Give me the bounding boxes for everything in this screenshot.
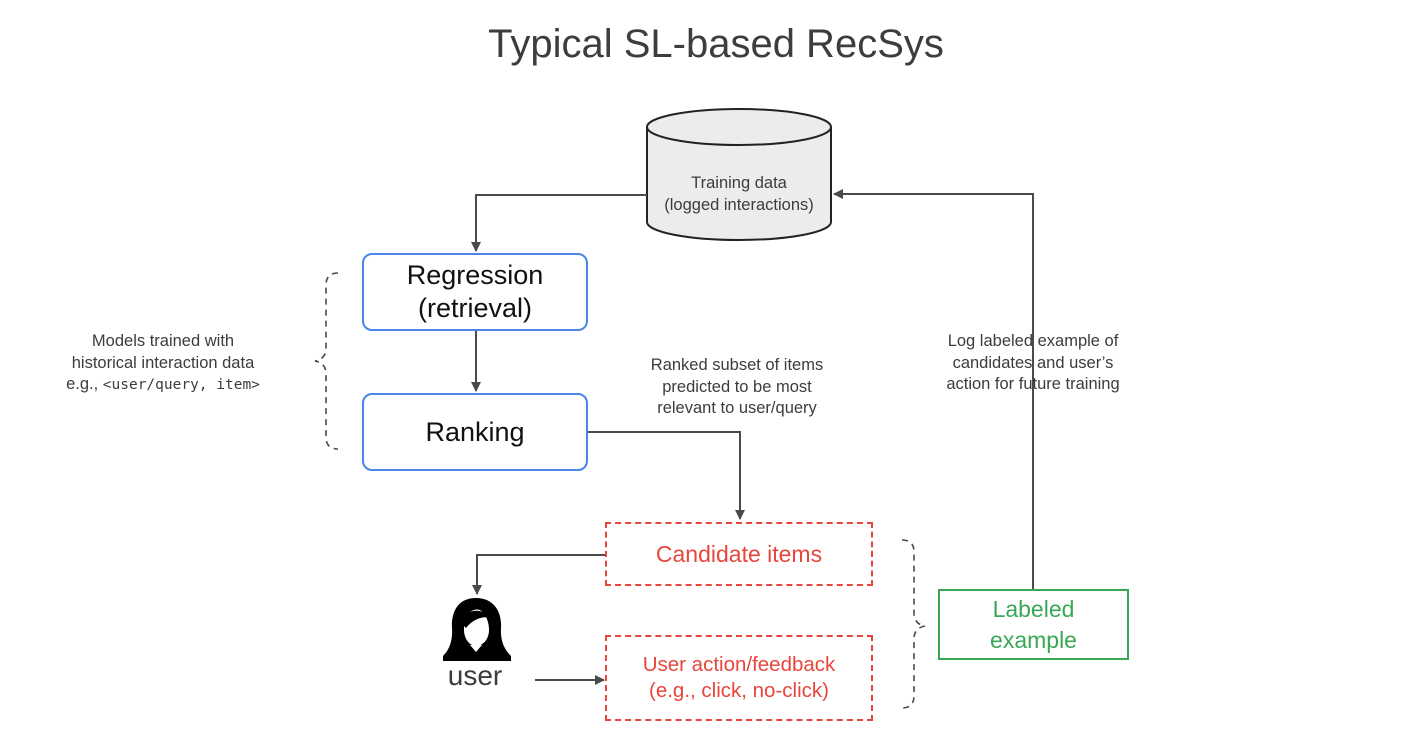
log-note: Log labeled example of candidates and us… [946,332,1120,393]
arrow-ranking-to-candidates [588,431,745,520]
arrow-labeled-to-db [833,189,1034,589]
candidate-items-node: Candidate items [605,522,873,586]
database-label: Training data (logged interactions) [664,174,814,214]
models-brace [314,272,339,450]
diagram-title: Typical SL-based RecSys [488,22,944,66]
regression-node: Regression (retrieval) [362,253,588,331]
feedback-brace [901,539,926,709]
ranked-note: Ranked subset of items predicted to be m… [650,356,824,417]
ranking-node: Ranking [362,393,588,471]
user-action-node: User action/feedback (e.g., click, no-cl… [605,635,873,721]
arrow-db-to-regression [471,194,647,252]
database-cylinder [646,108,832,241]
user-icon [443,598,511,661]
arrow-candidates-to-user [472,554,605,595]
models-note: Models trained with historical interacti… [66,332,260,393]
labeled-example-node: Labeled example [938,589,1129,660]
user-label: user [447,660,503,691]
